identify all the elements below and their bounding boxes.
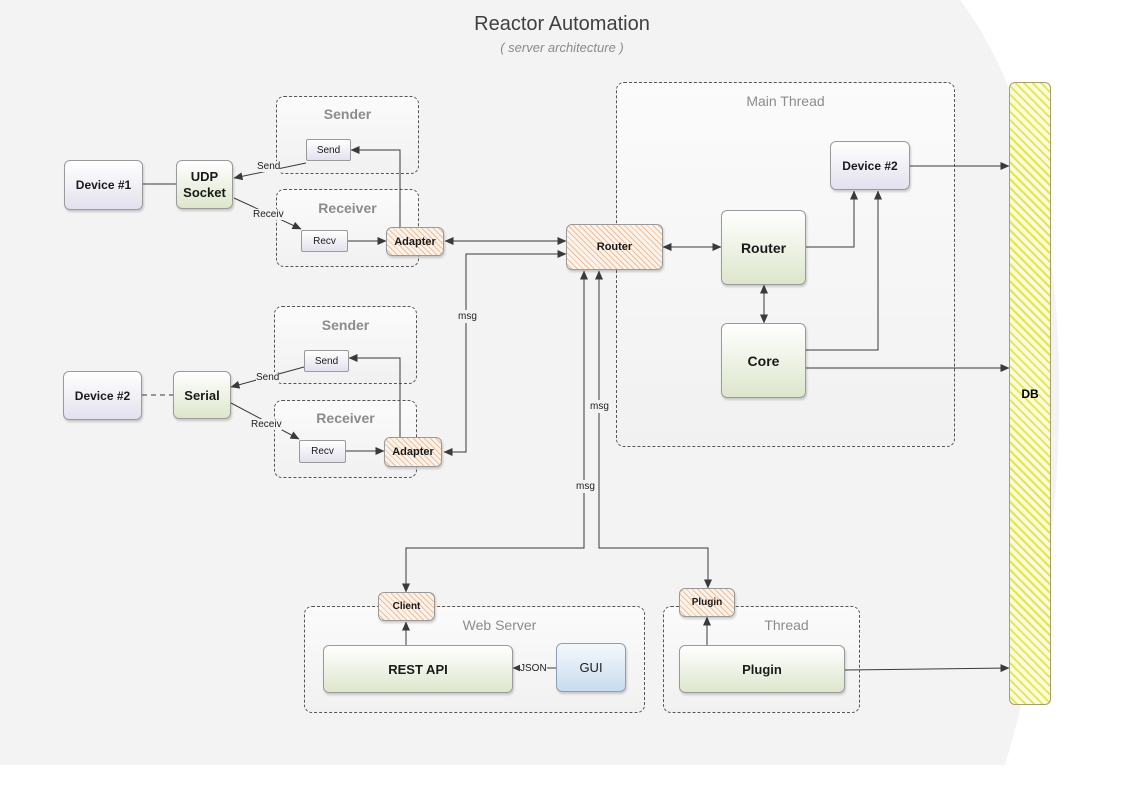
- diagram-subtitle: ( server architecture ): [500, 40, 624, 55]
- db-node[interactable]: DB: [1009, 82, 1051, 705]
- core-node[interactable]: Core: [721, 323, 806, 398]
- udp-socket-node[interactable]: UDP Socket: [176, 160, 233, 209]
- sender-group-1-label: Sender: [323, 106, 372, 122]
- edge-adapter2-send2: [348, 354, 401, 437]
- device2-left-node[interactable]: Device #2: [63, 371, 142, 420]
- edge-label-send2: Send: [256, 372, 280, 383]
- adapter2-node[interactable]: Adapter: [384, 437, 442, 467]
- edge-client-routerhub: [402, 270, 588, 593]
- plugin-port-node[interactable]: Plugin: [679, 588, 735, 617]
- device1-node[interactable]: Device #1: [64, 160, 143, 210]
- send2-node[interactable]: Send: [304, 350, 349, 372]
- edge-label-recv1: Receiv: [253, 209, 284, 220]
- edge-label-recv2: Receiv: [251, 419, 282, 430]
- plugin-node[interactable]: Plugin: [679, 645, 845, 693]
- recv2-node[interactable]: Recv: [299, 440, 346, 463]
- router-hub-node[interactable]: Router: [566, 224, 663, 270]
- main-thread-label: Main Thread: [746, 93, 825, 109]
- recv1-node[interactable]: Recv: [301, 230, 348, 252]
- web-server-label: Web Server: [462, 617, 537, 633]
- diagram-title: Reactor Automation: [474, 13, 650, 35]
- edge-core-device2: [806, 190, 882, 351]
- edge-label-msg-plugin: msg: [590, 400, 609, 413]
- edge-plugin-db: [844, 664, 1010, 673]
- serial-node[interactable]: Serial: [173, 371, 231, 419]
- router-node[interactable]: Router: [721, 210, 806, 285]
- edge-adapter1-send1: [350, 146, 401, 227]
- receiver-group-2-label: Receiver: [316, 410, 375, 426]
- edge-label-send1: Send: [257, 161, 281, 172]
- sender-group-2-label: Sender: [321, 317, 370, 333]
- sender-group-1: Sender: [276, 96, 419, 174]
- gui-node[interactable]: GUI: [556, 643, 626, 692]
- send1-node[interactable]: Send: [306, 139, 351, 161]
- edge-label-msg-adapter: msg: [458, 310, 477, 323]
- client-node[interactable]: Client: [378, 592, 435, 621]
- edge-adapter2-routerhub: [443, 250, 567, 456]
- adapter1-node[interactable]: Adapter: [386, 227, 444, 256]
- device2-right-node[interactable]: Device #2: [830, 141, 910, 190]
- edge-label-msg-client: msg: [576, 480, 595, 493]
- edge-plugin-routerhub: [595, 270, 712, 589]
- edge-router-device2: [806, 190, 858, 248]
- receiver-group-1-label: Receiver: [318, 200, 377, 216]
- rest-api-node[interactable]: REST API: [323, 645, 513, 693]
- edge-label-json: JSON: [520, 663, 547, 674]
- thread-label: Thread: [764, 617, 809, 633]
